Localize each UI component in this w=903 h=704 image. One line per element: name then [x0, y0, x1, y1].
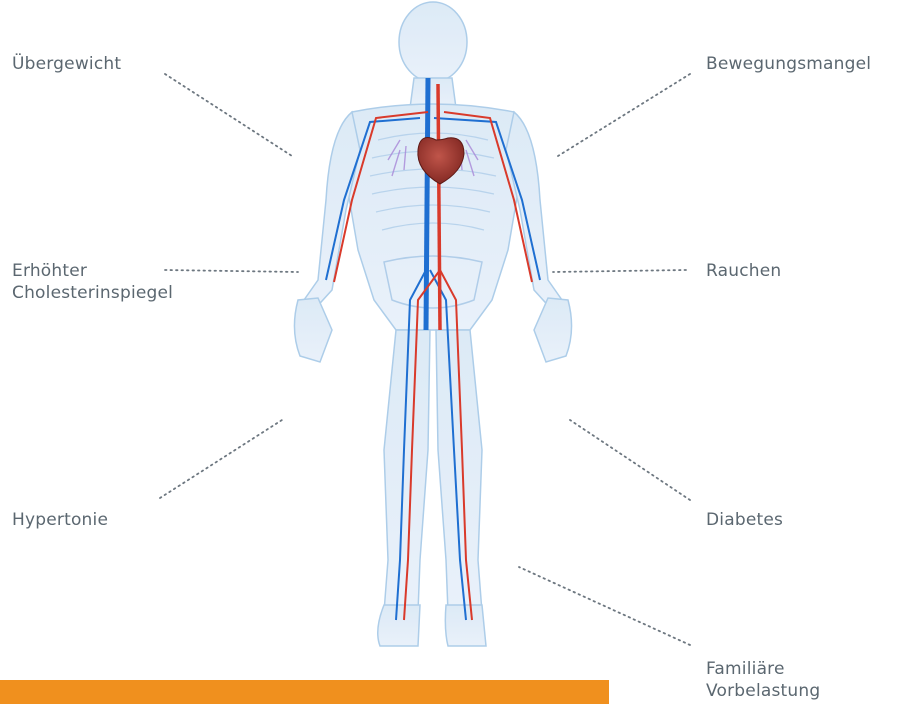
label-overweight: Übergewicht: [12, 53, 121, 75]
right-hand: [534, 298, 572, 362]
label-lack-of-exercise: Bewegungsmangel: [706, 53, 871, 75]
head: [399, 2, 467, 82]
label-smoking: Rauchen: [706, 260, 781, 282]
torso: [346, 104, 520, 330]
label-family-line1: Familiäre: [706, 658, 820, 680]
label-cholesterol-line1: Erhöhter: [12, 260, 173, 282]
label-cholesterol-line2: Cholesterinspiegel: [12, 282, 173, 304]
connector-family: [519, 567, 690, 645]
connector-cholesterol: [165, 270, 298, 272]
connector-overweight: [165, 74, 292, 156]
connector-smoking: [553, 270, 686, 272]
connector-hypertension: [160, 420, 282, 498]
connector-diabetes: [570, 420, 690, 500]
accent-bar: [0, 680, 609, 704]
left-foot: [378, 605, 420, 646]
connector-lack-of-exercise: [558, 74, 690, 156]
body-silhouette: [294, 2, 571, 646]
label-hypertension: Hypertonie: [12, 509, 108, 531]
left-hand: [294, 298, 332, 362]
label-diabetes: Diabetes: [706, 509, 783, 531]
label-cholesterol: Erhöhter Cholesterinspiegel: [12, 260, 173, 304]
label-family-line2: Vorbelastung: [706, 680, 820, 702]
label-family-history: Familiäre Vorbelastung: [706, 658, 820, 702]
